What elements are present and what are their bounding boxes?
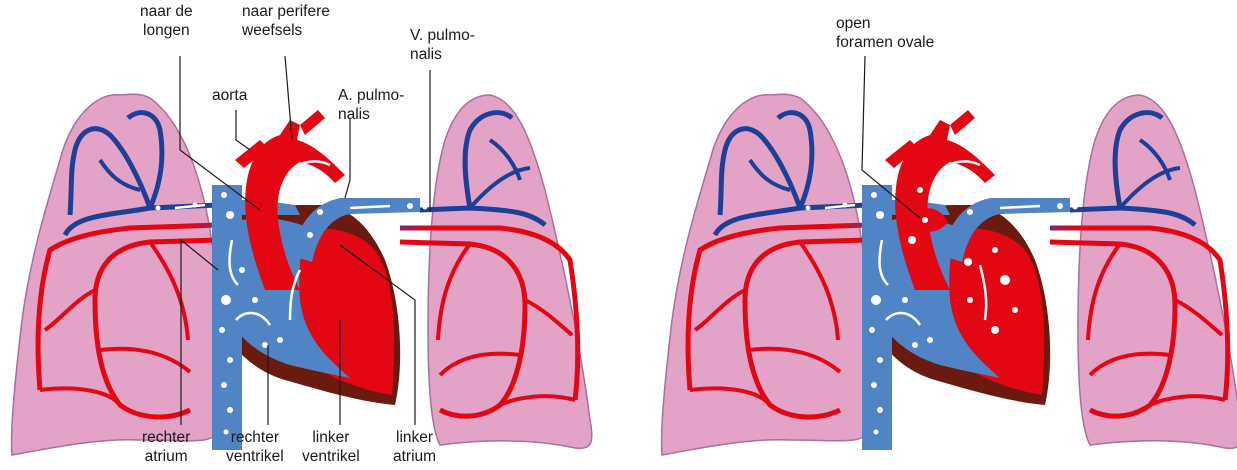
label-naar-de-longen: naar de longen [140,2,193,40]
left-panel [12,56,592,455]
label-open-foramen-ovale: open foramen ovale [836,14,934,52]
label-aorta: aorta [212,86,247,105]
right-lung-2 [1050,95,1237,448]
label-rechter-ventrikel: rechter ventrikel [226,428,284,466]
label-naar-perifere-weefsels: naar perifere weefsels [242,2,330,40]
left-lung-2 [662,94,871,455]
label-linker-atrium: linker atrium [393,428,436,466]
right-lung [400,95,592,448]
label-linker-ventrikel: linker ventrikel [302,428,360,466]
label-rechter-atrium: rechter atrium [142,428,190,466]
label-v-pulmonalis: V. pulmo- nalis [410,26,475,64]
label-a-pulmonalis: A. pulmo- nalis [338,86,404,124]
left-lung [12,94,221,455]
right-panel [662,56,1237,455]
